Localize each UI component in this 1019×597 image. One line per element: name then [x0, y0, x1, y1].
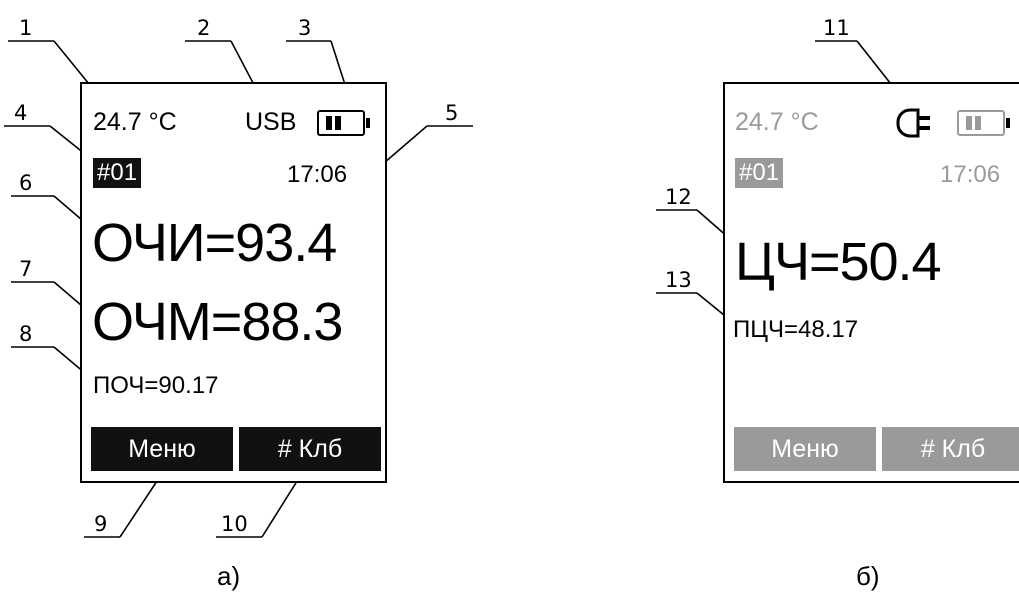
reading-tertiary: ПОЧ=90.17: [93, 372, 219, 399]
reading-primary: ЦЧ=50.4: [735, 232, 942, 292]
clock: 17:06: [287, 161, 348, 188]
temperature-readout: 24.7 °C: [735, 108, 819, 136]
callout-1: 1: [19, 16, 33, 40]
reading-primary: ОЧИ=93.4: [92, 213, 337, 273]
device-screen-b: 24.7 °C #01 17:06 ЦЧ=50.4 ПЦЧ=48.17 Меню…: [723, 82, 1019, 483]
calibration-softkey[interactable]: # Клб: [882, 427, 1019, 471]
temperature-readout: 24.7 °C: [93, 108, 177, 136]
callout-3: 3: [298, 16, 312, 40]
callout-8: 8: [19, 322, 33, 346]
device-id-badge: #01: [93, 158, 142, 188]
device-screen-a: 24.7 °C USB #01 17:06 ОЧИ=93.4 ОЧМ=88.3 …: [80, 82, 387, 483]
callout-12: 12: [665, 185, 692, 209]
caption-a: а): [217, 561, 241, 591]
callout-11: 11: [823, 16, 850, 40]
menu-softkey[interactable]: Меню: [734, 427, 876, 471]
callout-5: 5: [445, 101, 459, 125]
reading-secondary: ОЧМ=88.3: [92, 292, 343, 352]
battery-icon: [957, 110, 1010, 136]
callout-13: 13: [665, 268, 692, 292]
menu-softkey[interactable]: Меню: [91, 427, 233, 471]
callout-9: 9: [94, 512, 108, 536]
callout-6: 6: [19, 171, 33, 195]
callout-4: 4: [14, 101, 28, 125]
battery-icon: [317, 110, 370, 136]
callout-7: 7: [19, 257, 33, 281]
callout-10: 10: [221, 512, 248, 536]
reading-secondary: ПЦЧ=48.17: [733, 316, 859, 343]
calibration-softkey[interactable]: # Клб: [239, 427, 381, 471]
device-id-badge: #01: [735, 158, 784, 188]
callout-2: 2: [197, 16, 211, 40]
clock: 17:06: [940, 161, 1001, 188]
plug-icon: [896, 108, 930, 138]
usb-indicator: USB: [245, 108, 297, 136]
caption-b: б): [856, 561, 880, 591]
